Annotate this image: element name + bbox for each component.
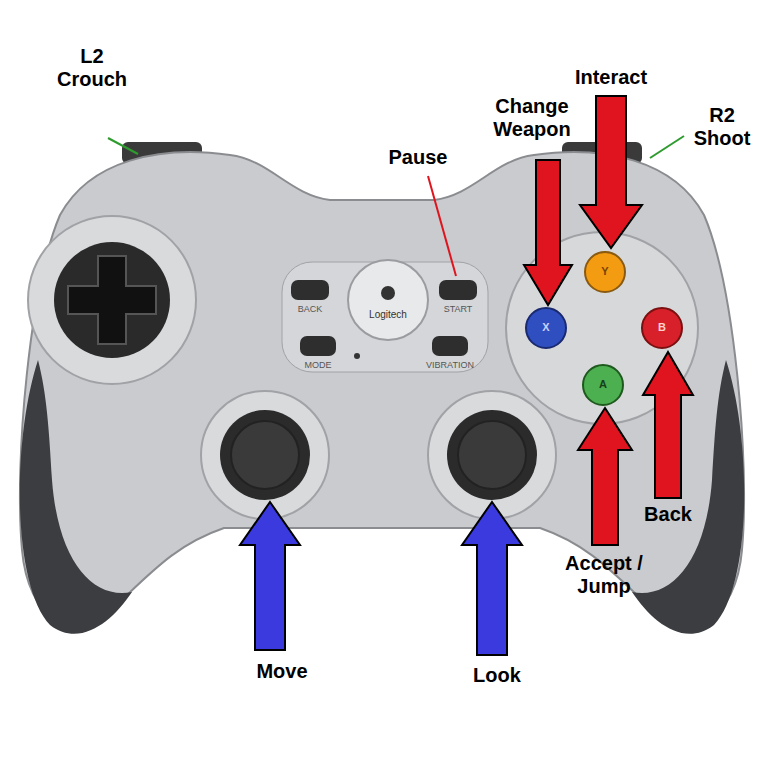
left-stick bbox=[220, 410, 310, 500]
mode-led bbox=[354, 353, 360, 359]
logo-disc bbox=[348, 260, 428, 340]
control-label: Move bbox=[232, 660, 332, 683]
dpad-base bbox=[54, 242, 170, 358]
button-letter: A bbox=[593, 378, 613, 391]
right-stick-ring bbox=[428, 391, 556, 519]
button-caption: BACK bbox=[285, 304, 335, 314]
controller-body bbox=[20, 152, 744, 626]
right-stick bbox=[447, 410, 537, 500]
back-button bbox=[291, 280, 329, 300]
button-caption: START bbox=[433, 304, 483, 314]
control-label: Look bbox=[447, 664, 547, 687]
vibration-button bbox=[432, 336, 468, 356]
control-label: Change Weapon bbox=[477, 95, 587, 141]
block-arrow bbox=[578, 408, 632, 545]
block-arrow bbox=[524, 160, 572, 305]
control-label: Pause bbox=[368, 146, 468, 169]
leader-line bbox=[650, 136, 684, 158]
control-label: Interact bbox=[551, 66, 671, 89]
logo-mark bbox=[381, 286, 395, 300]
dpad-recess bbox=[28, 216, 196, 384]
button-letter: X bbox=[536, 321, 556, 334]
block-arrow bbox=[240, 502, 300, 650]
button-caption: VIBRATION bbox=[415, 360, 485, 370]
dpad bbox=[68, 256, 156, 344]
control-label: L2 Crouch bbox=[52, 45, 132, 91]
right-stick-top bbox=[458, 421, 526, 489]
block-arrow bbox=[462, 502, 522, 655]
leader-line bbox=[428, 176, 456, 276]
start-button bbox=[439, 280, 477, 300]
leader-line bbox=[108, 138, 138, 154]
b-button bbox=[642, 308, 682, 348]
block-arrow bbox=[643, 352, 693, 498]
y-button bbox=[585, 252, 625, 292]
control-label: R2 Shoot bbox=[686, 104, 758, 150]
mode-button bbox=[300, 336, 336, 356]
a-button bbox=[583, 365, 623, 405]
left-grip bbox=[20, 360, 132, 634]
control-label: Back bbox=[628, 503, 708, 526]
left-stick-ring bbox=[201, 391, 329, 519]
button-letter: Y bbox=[595, 265, 615, 278]
x-button bbox=[526, 308, 566, 348]
brand-logo: Logitech bbox=[353, 309, 423, 321]
button-letter: B bbox=[652, 321, 672, 334]
control-label: Accept / Jump bbox=[554, 552, 654, 598]
button-caption: MODE bbox=[293, 360, 343, 370]
block-arrow bbox=[580, 96, 642, 248]
left-stick-top bbox=[231, 421, 299, 489]
